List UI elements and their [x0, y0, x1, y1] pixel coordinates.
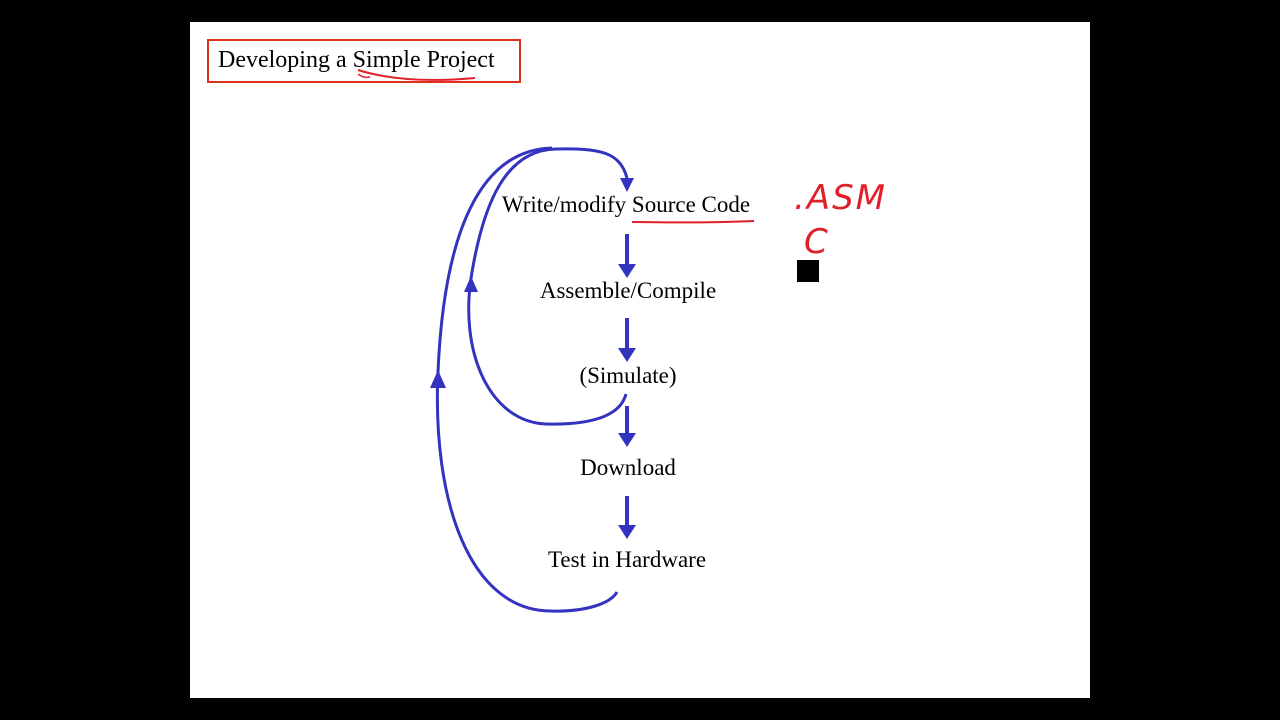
outer-loop-arrowhead	[430, 370, 446, 388]
inner-loop-arrowhead	[464, 276, 478, 292]
step-simulate: (Simulate)	[579, 363, 677, 388]
step-download: Download	[580, 455, 676, 480]
loop-test-to-write	[435, 146, 619, 613]
title-box: Developing a Simple Project	[207, 39, 521, 83]
annotation-asm: .ASM	[794, 178, 887, 218]
step-write-emph: Source Code	[631, 192, 751, 217]
title-prefix: Developing a	[218, 47, 353, 73]
loop-entry-arrowhead	[620, 178, 634, 192]
title-emph: Simple	[352, 47, 421, 73]
flow-arrows	[357, 69, 755, 613]
title-underline-ink	[357, 69, 476, 81]
step-test-hardware: Test in Hardware	[547, 547, 707, 572]
step-write-source: Write/modify Source Code	[502, 192, 750, 218]
slide: Developing a Simple Project Write/modify…	[190, 22, 1090, 698]
step-assemble: Assemble/Compile	[539, 278, 717, 303]
title-underline-hook	[357, 73, 371, 79]
slide-title: Developing a Simple Project	[218, 47, 495, 74]
source-code-underline-ink	[631, 220, 755, 224]
step-write-prefix: Write/modify	[501, 192, 632, 217]
pen-cursor	[797, 260, 819, 282]
title-suffix: Project	[420, 47, 495, 73]
annotation-c: C	[804, 222, 828, 262]
loop-simulate-to-write	[467, 147, 629, 426]
down-arrowheads	[618, 264, 636, 539]
